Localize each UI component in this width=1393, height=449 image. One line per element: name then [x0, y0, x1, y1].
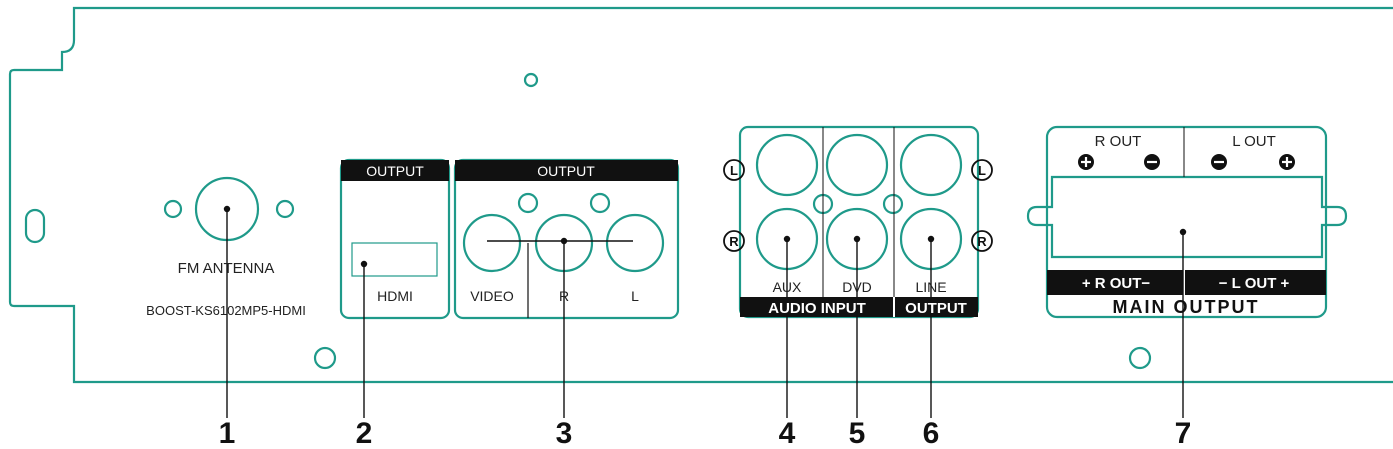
left-channel-marker: L — [978, 163, 986, 178]
fm-antenna-label: FM ANTENNA — [178, 260, 275, 277]
right-channel-marker: R — [729, 234, 739, 249]
audio-output-label: OUTPUT — [905, 300, 967, 317]
line-l-jack — [899, 133, 963, 197]
callout-3: 3 — [556, 417, 573, 449]
terminal-block — [1026, 175, 1348, 259]
left-channel-marker: L — [730, 163, 738, 178]
model-number: BOOST-KS6102MP5-HDMI — [146, 303, 306, 318]
right-channel-marker: R — [977, 234, 987, 249]
mount-hole-top — [523, 72, 539, 88]
mount-slot-left — [24, 208, 46, 244]
av-header-bar — [455, 160, 678, 181]
audio-input-label: AUDIO INPUT — [768, 300, 866, 317]
main-output-bar — [1047, 270, 1326, 295]
aux-l-jack — [755, 133, 819, 197]
mount-hole-bottom-left — [313, 346, 337, 370]
mount-hole-bottom-right — [1128, 346, 1152, 370]
callout-2: 2 — [356, 417, 373, 449]
dvd-l-jack — [825, 133, 889, 197]
av-screw-right — [589, 192, 611, 214]
l-label: L — [631, 288, 639, 304]
r-out-label: R OUT — [1095, 133, 1142, 150]
l-jack — [605, 213, 665, 273]
dvd-label: DVD — [842, 279, 872, 295]
callout-7: 7 — [1175, 417, 1192, 449]
line-label: LINE — [915, 279, 946, 295]
callout-4: 4 — [779, 417, 796, 449]
av-header: OUTPUT — [537, 163, 595, 179]
audio-footer-bar — [740, 297, 978, 317]
audio-screw-right — [882, 193, 904, 215]
l-out-label: L OUT — [1232, 133, 1276, 150]
r-label: R — [559, 288, 569, 304]
antenna-screw-left — [163, 199, 183, 219]
hdmi-header: OUTPUT — [366, 163, 424, 179]
r-out-polarity-label: + R OUT− — [1082, 275, 1151, 292]
av-screw-left — [517, 192, 539, 214]
hdmi-port — [351, 242, 438, 277]
video-jack — [462, 213, 522, 273]
panel-outline — [8, 6, 1393, 384]
l-out-polarity-label: − L OUT + — [1219, 275, 1290, 292]
callout-5: 5 — [849, 417, 866, 449]
main-output-box — [1045, 125, 1328, 319]
video-label: VIDEO — [470, 288, 514, 304]
callout-6: 6 — [923, 417, 940, 449]
callout-1: 1 — [219, 417, 236, 449]
main-output-title: MAIN OUTPUT — [1113, 297, 1260, 317]
antenna-screw-right — [275, 199, 295, 219]
hdmi-label: HDMI — [377, 288, 413, 304]
aux-label: AUX — [773, 279, 802, 295]
hdmi-header-bar — [341, 160, 449, 181]
